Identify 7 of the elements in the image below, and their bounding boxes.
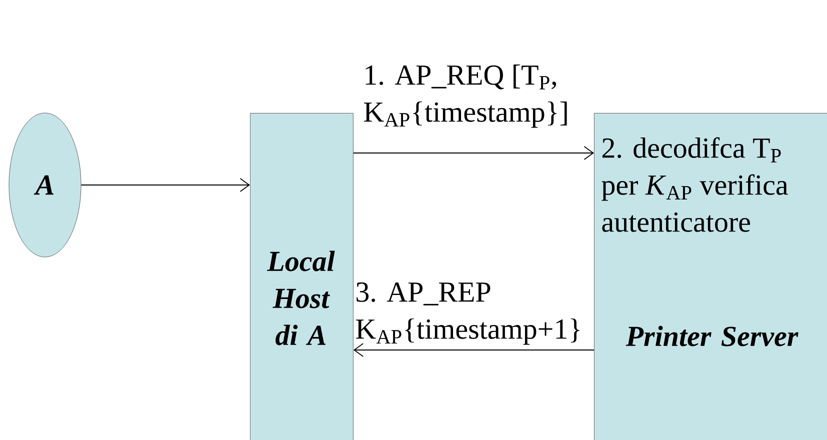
edge-label: 1. AP_REQ [T$_{P}$, K$_{AP}${timestamp}] — [364, 64, 567, 128]
host-box: Local Host di A — [250, 113, 354, 440]
arrow — [80, 178, 250, 192]
server-box: 2. decodifca T$_{P}$ per K$_{AP}$ verifica autenticatore Printer Server — [594, 113, 827, 440]
arrow — [352, 146, 594, 160]
edge-label: 3. AP_REP K$_{AP}${timestamp+1} — [356, 282, 580, 345]
arrow — [353, 343, 594, 357]
